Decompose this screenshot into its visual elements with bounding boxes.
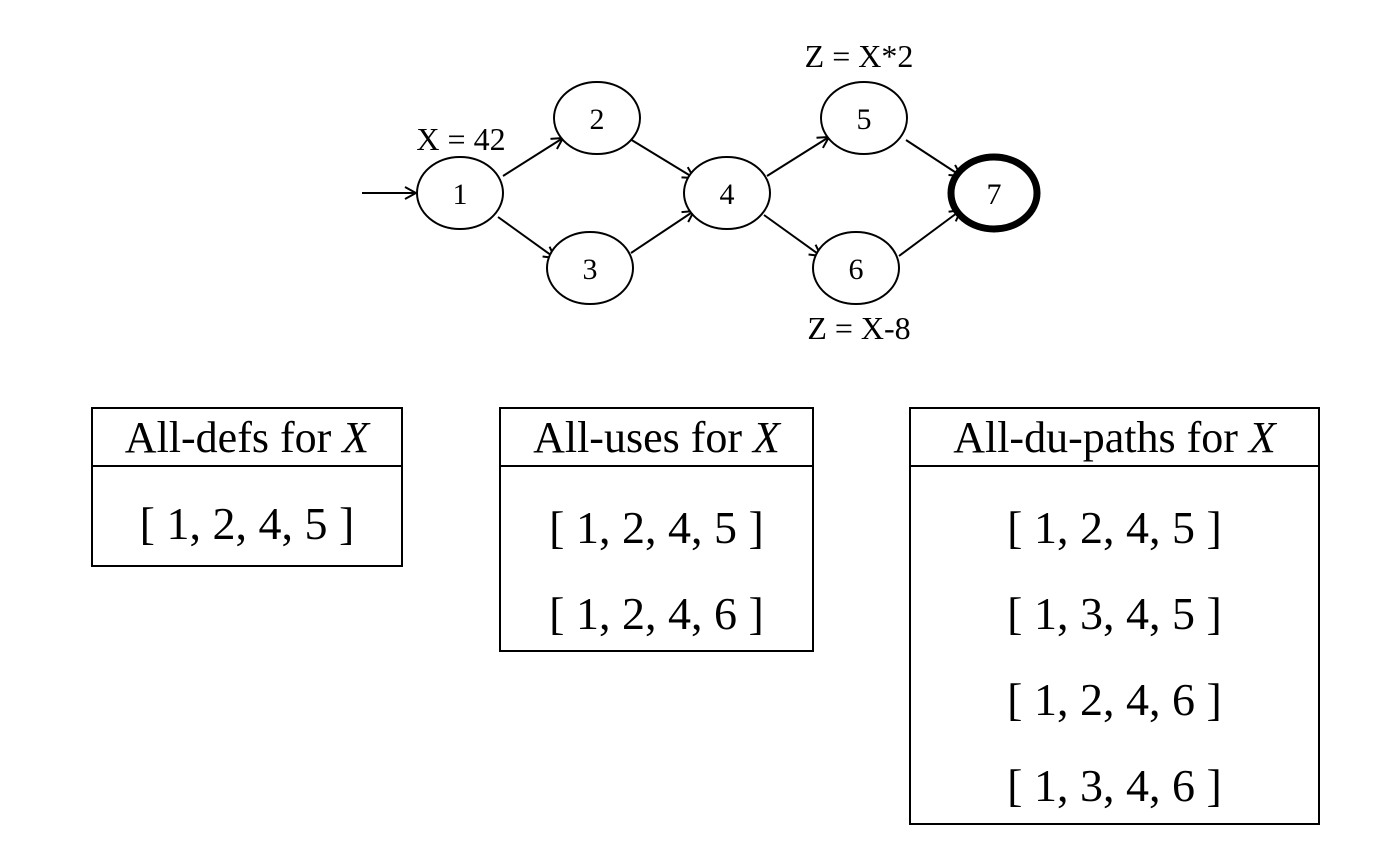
node-2-label: 2 (590, 103, 605, 136)
all-du-paths-rows: [ 1, 2, 4, 5 ] [ 1, 3, 4, 5 ] [ 1, 2, 4,… (911, 467, 1318, 829)
edge-5-7 (905, 139, 961, 176)
path-row: [ 1, 2, 4, 6 ] (1007, 674, 1222, 725)
path-row: [ 1, 3, 4, 5 ] (1007, 588, 1222, 639)
edge-2-4 (629, 138, 694, 178)
all-defs-title-prefix: All-defs for (124, 413, 343, 462)
all-uses-title-var: X (753, 413, 780, 462)
node-1: 1 (416, 156, 504, 230)
node-4-label: 4 (720, 178, 735, 211)
edge-4-6 (763, 214, 821, 256)
all-defs-title: All-defs for X (93, 409, 401, 467)
node-1-label: 1 (453, 178, 468, 211)
all-du-paths-title-var: X (1248, 413, 1276, 462)
all-du-paths-title-prefix: All-du-paths for (953, 413, 1249, 462)
path-row: [ 1, 2, 4, 5 ] (1007, 502, 1222, 553)
edge-4-5 (766, 137, 829, 177)
edge-6-7 (898, 210, 961, 257)
node-5: 5 (820, 81, 908, 155)
path-row: [ 1, 2, 4, 5 ] (139, 498, 355, 549)
node-4: 4 (683, 156, 771, 230)
node-6-annotation: Z = X-8 (807, 310, 910, 346)
all-uses-rows: [ 1, 2, 4, 5 ] [ 1, 2, 4, 6 ] (501, 467, 812, 657)
node-5-annotation: Z = X*2 (805, 38, 914, 74)
all-defs-table: All-defs for X [ 1, 2, 4, 5 ] (91, 407, 403, 567)
all-defs-title-var: X (342, 413, 370, 462)
all-du-paths-table: All-du-paths for X [ 1, 2, 4, 5 ] [ 1, 3… (909, 407, 1320, 825)
control-flow-graph: 1 2 3 4 5 6 7 X = 42 Z = X*2 Z = X-8 (362, 38, 1041, 346)
node-7-final: 7 (947, 153, 1041, 233)
edge-3-4 (630, 211, 694, 254)
path-row: [ 1, 2, 4, 6 ] (549, 588, 764, 639)
node-6-label: 6 (849, 253, 864, 286)
path-row: [ 1, 3, 4, 6 ] (1007, 760, 1222, 811)
all-du-paths-title: All-du-paths for X (911, 409, 1318, 467)
node-3-label: 3 (583, 253, 598, 286)
path-row: [ 1, 2, 4, 5 ] (549, 502, 764, 553)
node-6: 6 (812, 231, 900, 305)
edge-1-2 (502, 138, 563, 177)
node-7-label: 7 (987, 178, 1002, 211)
node-5-label: 5 (857, 103, 872, 136)
all-defs-rows: [ 1, 2, 4, 5 ] (93, 467, 401, 567)
all-uses-table: All-uses for X [ 1, 2, 4, 5 ] [ 1, 2, 4,… (499, 407, 814, 652)
all-uses-title: All-uses for X (501, 409, 812, 467)
node-3: 3 (546, 231, 634, 305)
all-uses-title-prefix: All-uses for (533, 413, 754, 462)
node-2: 2 (553, 81, 641, 155)
node-1-annotation: X = 42 (416, 121, 505, 157)
edge-1-3 (497, 216, 555, 258)
